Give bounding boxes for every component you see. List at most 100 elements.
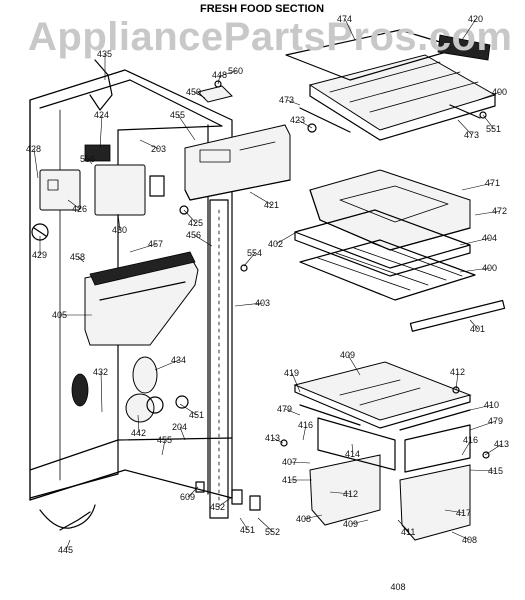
crisper-drawer-right — [399, 424, 471, 541]
leader-line-408b — [451, 531, 471, 541]
leader-line-551 — [482, 114, 495, 130]
leader-line-402 — [275, 229, 301, 245]
leader-line-450 — [193, 91, 206, 99]
callout-428: 428 — [26, 144, 41, 154]
leader-line-409 — [347, 354, 361, 376]
leader-line-451b — [239, 517, 249, 531]
leader-line-417 — [444, 509, 465, 514]
callout-423: 423 — [290, 115, 305, 125]
leader-line-554 — [243, 252, 256, 267]
leader-line-413 — [272, 437, 284, 444]
leader-line-473b — [457, 119, 473, 136]
hinge-bracket — [197, 85, 233, 103]
callout-401: 401 — [470, 324, 485, 334]
callout-458: 458 — [70, 252, 85, 262]
callout-203: 203 — [151, 144, 166, 154]
leader-line-430 — [117, 213, 121, 231]
leader-line-412 — [455, 371, 459, 391]
callout-432: 432 — [93, 367, 108, 377]
leader-line-401 — [469, 319, 479, 330]
leader-line-421 — [249, 191, 273, 206]
callout-473b: 473 — [464, 130, 479, 140]
callout-450: 450 — [186, 87, 201, 97]
lamp-socket — [71, 373, 89, 407]
screw-icon — [214, 80, 222, 88]
callout-416b: 416 — [463, 435, 478, 445]
bracket-icon — [249, 495, 261, 511]
leader-line-445 — [65, 539, 71, 551]
callout-472: 472 — [492, 206, 507, 216]
callout-407: 407 — [282, 457, 297, 467]
screw-icon — [179, 205, 189, 215]
leader-line-416 — [302, 424, 307, 441]
leader-line-408 — [303, 514, 323, 520]
crisper-cover — [293, 361, 472, 429]
leader-line-412b — [329, 491, 352, 495]
leader-line-479b — [469, 420, 497, 431]
callout-415: 415 — [282, 475, 297, 485]
drawer-slides — [299, 404, 471, 431]
leader-line-455b — [161, 439, 166, 456]
callout-409: 409 — [340, 350, 355, 360]
leader-line-413b — [484, 443, 503, 456]
control-module — [39, 144, 165, 216]
leader-line-456 — [193, 234, 213, 247]
leader-line-403 — [234, 302, 264, 307]
crisper-drawer-top — [309, 169, 471, 251]
callout-410: 410 — [484, 400, 499, 410]
leader-line-410 — [469, 404, 493, 411]
callout-403: 403 — [255, 298, 270, 308]
leader-line-428 — [33, 148, 39, 179]
watermark-text: AppliancePartsPros.com — [28, 15, 513, 59]
leader-line-425 — [183, 209, 197, 224]
leader-line-411 — [397, 519, 410, 533]
callout-425: 425 — [188, 218, 203, 228]
leader-line-452 — [217, 496, 233, 508]
leader-line-419 — [291, 372, 301, 393]
leader-line-609 — [187, 486, 199, 498]
callout-415b: 415 — [488, 466, 503, 476]
callout-402: 402 — [268, 239, 283, 249]
leader-line-455 — [177, 114, 196, 141]
callout-412: 412 — [450, 367, 465, 377]
callout-434: 434 — [171, 355, 186, 365]
leader-line-448 — [217, 74, 221, 85]
control-housing — [184, 124, 291, 201]
leader-line-473 — [286, 99, 301, 106]
leader-line-203 — [139, 139, 160, 150]
callout-473: 473 — [279, 95, 294, 105]
callout-421: 421 — [264, 200, 279, 210]
callout-414: 414 — [345, 449, 360, 459]
light-housing — [84, 251, 199, 346]
callout-417: 417 — [456, 508, 471, 518]
callout-474: 474 — [337, 14, 352, 24]
callout-451: 451 — [189, 410, 204, 420]
callout-452: 452 — [210, 502, 225, 512]
leader-line-416b — [461, 439, 472, 456]
leader-line-204 — [179, 426, 186, 441]
leader-line-400b — [459, 267, 491, 273]
callout-416: 416 — [298, 420, 313, 430]
callout-456: 456 — [186, 230, 201, 240]
callout-552: 552 — [265, 527, 280, 537]
callout-560: 560 — [228, 66, 243, 76]
leader-line-400 — [477, 91, 501, 101]
screw-icon — [452, 386, 460, 394]
glass-shelf — [294, 209, 471, 277]
callout-551: 551 — [486, 124, 501, 134]
leader-line-409b — [350, 519, 369, 525]
leader-line-424 — [99, 114, 103, 149]
callout-424: 424 — [94, 110, 109, 120]
callout-419: 419 — [284, 368, 299, 378]
callout-609: 609 — [180, 492, 195, 502]
wire-connector — [89, 59, 113, 111]
callout-556: 556 — [80, 154, 95, 164]
shelf-support-rail — [209, 199, 229, 519]
callout-479b: 479 — [488, 416, 503, 426]
leader-line-479 — [284, 408, 301, 416]
leader-line-457 — [129, 243, 157, 253]
leader-line-423 — [297, 119, 313, 129]
